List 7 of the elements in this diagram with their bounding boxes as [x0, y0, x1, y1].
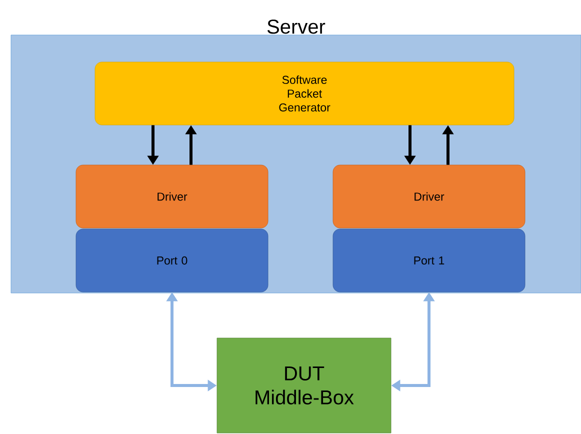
node-label: Server	[267, 20, 326, 34]
port-box: Port 0	[76, 228, 268, 292]
port-box: Port 1	[332, 228, 526, 292]
process-box: Driver	[76, 164, 268, 228]
process-box: Software Packet Generator	[94, 62, 514, 126]
process-box: Driver	[332, 164, 526, 228]
device-box: DUT Middle-Box	[216, 338, 392, 434]
